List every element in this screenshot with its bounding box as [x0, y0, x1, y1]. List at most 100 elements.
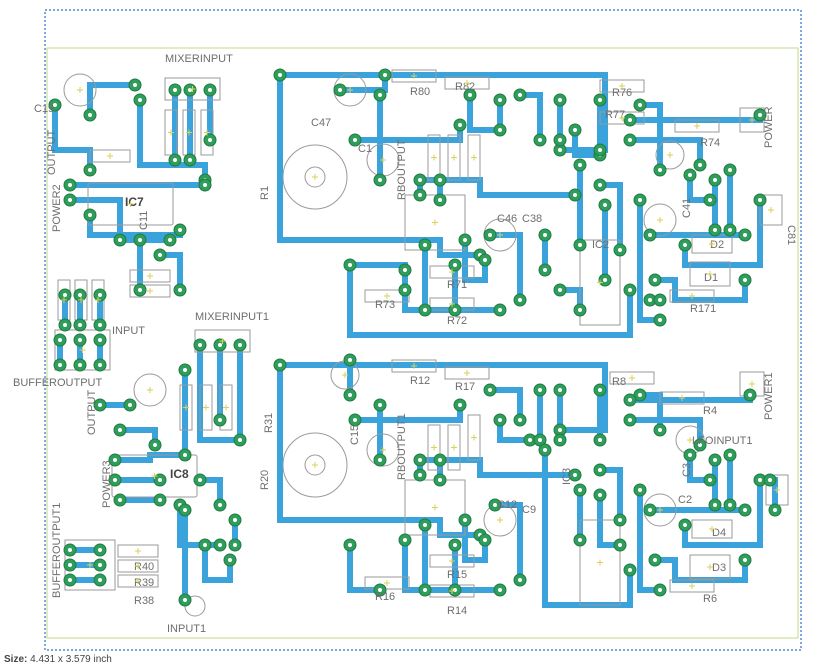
- pad-drill-hole: [483, 258, 487, 262]
- pad-drill-hole: [68, 198, 72, 202]
- pad-drill-hole: [618, 543, 622, 547]
- pad-drill-hole: [658, 168, 662, 172]
- pad-drill-hole: [128, 403, 132, 407]
- center-marker: [707, 564, 713, 570]
- pad-drill-hole: [498, 308, 502, 312]
- label-bufferoutput1: BUFFEROUTPUT1: [51, 503, 63, 598]
- center-marker: [147, 273, 153, 279]
- pad-drill-hole: [543, 448, 547, 452]
- center-marker: [774, 487, 780, 493]
- pad-drill-hole: [438, 198, 442, 202]
- pad-drill-hole: [528, 438, 532, 442]
- center-marker: [431, 154, 437, 161]
- pad-drill-hole: [628, 118, 632, 122]
- pad-drill-hole: [578, 163, 582, 167]
- label-r71: R71: [447, 279, 467, 291]
- pad-drill-hole: [208, 138, 212, 142]
- selection-frame[interactable]: [44, 9, 802, 651]
- pad-drill-hole: [578, 488, 582, 492]
- pad-drill-hole: [488, 388, 492, 392]
- pad-drill-hole: [63, 293, 67, 297]
- label-d2: D2: [710, 239, 724, 251]
- label-c81: C81: [785, 225, 797, 245]
- pad-drill-hole: [183, 368, 187, 372]
- pad-drill-hole: [458, 403, 462, 407]
- pad-layer: [48, 68, 782, 607]
- center-marker: [168, 129, 174, 136]
- center-marker: [312, 462, 318, 468]
- pad-drill-hole: [628, 138, 632, 142]
- center-marker: [77, 87, 83, 93]
- pad-drill-hole: [543, 268, 547, 272]
- pad-drill-hole: [683, 243, 687, 247]
- center-marker: [107, 153, 113, 159]
- label-r39: R39: [134, 577, 154, 589]
- pad-drill-hole: [423, 588, 427, 592]
- pad-drill-hole: [628, 568, 632, 572]
- label-r8: R8: [612, 376, 626, 388]
- pad-drill-hole: [598, 98, 602, 102]
- pad-drill-hole: [208, 88, 212, 92]
- center-marker: [380, 157, 386, 163]
- pad-drill-hole: [178, 228, 182, 232]
- pad-drill-hole: [188, 158, 192, 162]
- label-r38: R38: [134, 595, 154, 607]
- pad-drill-hole: [453, 263, 457, 267]
- pad-drill-hole: [488, 233, 492, 237]
- pad-drill-hole: [418, 458, 422, 462]
- pad-drill-hole: [238, 438, 242, 442]
- center-marker: [619, 83, 625, 89]
- label-power3: POWER3: [101, 460, 113, 508]
- center-marker: [449, 588, 455, 594]
- pad-drill-hole: [538, 388, 542, 392]
- center-marker: [768, 207, 774, 213]
- pad-drill-hole: [383, 73, 387, 77]
- label-ic7: IC7: [125, 195, 144, 209]
- center-marker: [657, 217, 663, 223]
- label-d4: D4: [712, 527, 726, 539]
- pad-drill-hole: [453, 308, 457, 312]
- label-r74: R74: [700, 137, 720, 149]
- pad-drill-hole: [638, 103, 642, 107]
- pad-drill-hole: [458, 123, 462, 127]
- pad-drill-hole: [68, 548, 72, 552]
- center-marker: [449, 269, 455, 275]
- pad-drill-hole: [728, 453, 732, 457]
- center-marker: [694, 123, 700, 129]
- pad-drill-hole: [498, 128, 502, 132]
- pad-drill-hole: [743, 278, 747, 282]
- pad-drill-hole: [713, 458, 717, 462]
- pad-drill-hole: [68, 578, 72, 582]
- pad-drill-hole: [648, 298, 652, 302]
- center-marker: [464, 370, 470, 376]
- pad-drill-hole: [658, 298, 662, 302]
- pad-drill-hole: [113, 458, 117, 462]
- center-marker: [497, 232, 503, 238]
- center-marker: [597, 279, 603, 286]
- pad-drill-hole: [198, 478, 202, 482]
- pad-drill-hole: [183, 598, 187, 602]
- pad-drill-hole: [598, 468, 602, 472]
- pad-drill-hole: [233, 518, 237, 522]
- pad-drill-hole: [78, 338, 82, 342]
- pad-drill-hole: [713, 503, 717, 507]
- label-r40: R40: [134, 561, 154, 573]
- pad-drill-hole: [133, 83, 137, 87]
- pad-drill-hole: [278, 73, 282, 77]
- pad-drill-hole: [768, 478, 772, 482]
- center-marker: [464, 80, 470, 86]
- center-marker: [667, 152, 673, 158]
- pad-drill-hole: [628, 418, 632, 422]
- label-output: OUTPUT: [46, 130, 58, 176]
- pad-drill-hole: [238, 343, 242, 347]
- label-c3: C3: [681, 463, 693, 477]
- pad-drill-hole: [498, 418, 502, 422]
- center-marker: [347, 87, 353, 93]
- label-r76: R76: [612, 87, 632, 99]
- pad-drill-hole: [463, 238, 467, 242]
- pad-drill-hole: [68, 563, 72, 567]
- board-size-readout: Size: 4.431 x 3.579 inch: [0, 654, 817, 666]
- pad-drill-hole: [558, 428, 562, 432]
- pad-drill-hole: [98, 563, 102, 567]
- center-marker: [689, 293, 695, 299]
